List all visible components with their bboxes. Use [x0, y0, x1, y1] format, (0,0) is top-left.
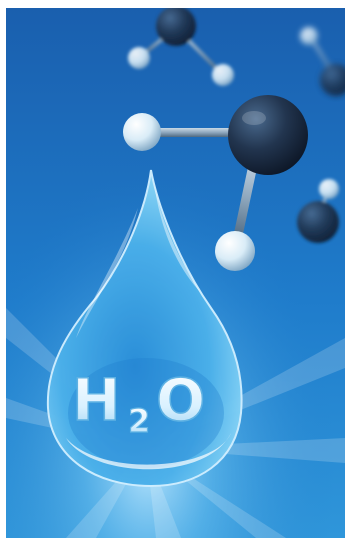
background-molecule-top: [128, 8, 234, 86]
formula-o: O: [156, 366, 205, 434]
water-molecule-icon: [123, 95, 308, 271]
background-molecule-right: [300, 27, 345, 96]
formula-label: H 2 O: [71, 365, 206, 440]
formula-h: H: [72, 366, 121, 434]
hydrogen-atom-left: [123, 113, 161, 151]
oxygen-atom: [228, 95, 308, 175]
bond-down: [233, 157, 259, 239]
poster-artwork: H 2 O: [6, 8, 345, 538]
hydrogen-atom-bottom: [215, 231, 255, 271]
h2o-poster: H 2 O: [6, 8, 345, 538]
background-molecule-mid: [297, 179, 339, 243]
water-droplet-icon: [46, 169, 243, 488]
formula-subscript: 2: [128, 402, 150, 440]
bond-left: [146, 128, 246, 137]
